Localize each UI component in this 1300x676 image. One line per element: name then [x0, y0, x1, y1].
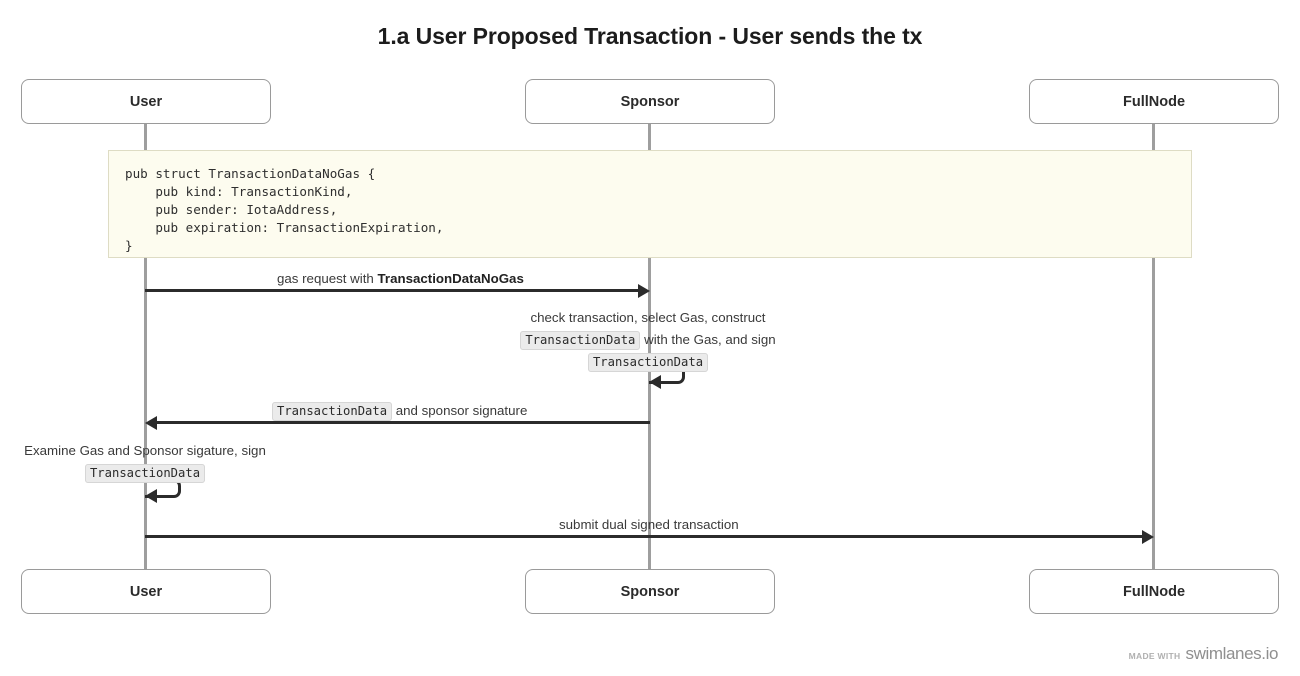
- message-label-return-transaction-data: TransactionData and sponsor signature: [272, 402, 528, 421]
- message-label-submit-text: submit dual signed transaction: [559, 517, 739, 532]
- self-msg-user-l1-text: Examine Gas and Sponsor sigature, sign: [24, 443, 266, 458]
- participant-footer-fullnode[interactable]: FullNode: [1029, 569, 1279, 614]
- code-chip-transaction-data: TransactionData: [272, 402, 393, 421]
- participant-footer-sponsor[interactable]: Sponsor: [525, 569, 775, 614]
- message-label-return-suffix: and sponsor signature: [392, 403, 528, 418]
- note-code-block: pub struct TransactionDataNoGas { pub ki…: [108, 150, 1192, 258]
- self-message-arrowhead-sponsor: [649, 375, 661, 389]
- message-line-return-transaction-data: [157, 421, 650, 424]
- watermark-made-with-label: MADE WITH: [1128, 651, 1181, 661]
- participant-label-user: User: [129, 93, 163, 110]
- self-message-text-user: Examine Gas and Sponsor sigature, sign T…: [0, 440, 290, 484]
- self-message-sponsor-line-1: check transaction, select Gas, construct: [448, 307, 848, 329]
- participant-label-user: User: [129, 583, 163, 600]
- code-chip-transaction-data: TransactionData: [520, 331, 641, 350]
- lifeline-sponsor: [648, 124, 651, 570]
- self-message-user-line-2: TransactionData: [0, 462, 290, 484]
- message-label-submit-dual-signed: submit dual signed transaction: [559, 516, 739, 534]
- message-arrowhead-gas-request: [638, 283, 650, 298]
- code-chip-transaction-data: TransactionData: [587, 353, 709, 372]
- note-code-text: pub struct TransactionDataNoGas { pub ki…: [125, 166, 444, 253]
- participant-footer-user[interactable]: User: [21, 569, 271, 614]
- message-line-gas-request: [145, 289, 641, 292]
- message-arrowhead-submit-dual-signed: [1142, 529, 1154, 544]
- participant-label-sponsor: Sponsor: [620, 93, 680, 110]
- self-msg-sponsor-l2-text: with the Gas, and sign: [640, 332, 776, 347]
- participant-label-fullnode: FullNode: [1122, 93, 1186, 110]
- self-message-text-sponsor: check transaction, select Gas, construct…: [448, 307, 848, 373]
- lifeline-fullnode: [1152, 124, 1155, 570]
- self-message-arrowhead-user: [145, 489, 157, 503]
- message-label-gas-request-bold: TransactionDataNoGas: [377, 271, 524, 286]
- participant-header-fullnode[interactable]: FullNode: [1029, 79, 1279, 124]
- participant-header-user[interactable]: User: [21, 79, 271, 124]
- participant-header-sponsor[interactable]: Sponsor: [525, 79, 775, 124]
- watermark[interactable]: MADE WITH swimlanes.io: [1128, 644, 1279, 664]
- message-label-gas-request: gas request with TransactionDataNoGas: [277, 270, 524, 288]
- page-title: 1.a User Proposed Transaction - User sen…: [377, 23, 923, 49]
- participant-label-sponsor: Sponsor: [620, 583, 680, 600]
- self-message-sponsor-line-3: TransactionData: [448, 351, 848, 373]
- self-msg-sponsor-l1-text: check transaction, select Gas, construct: [530, 310, 766, 325]
- watermark-brand-label: swimlanes.io: [1185, 644, 1278, 663]
- message-line-submit-dual-signed: [145, 535, 1145, 538]
- message-arrowhead-return-transaction-data: [145, 415, 157, 430]
- self-message-sponsor-line-2: TransactionData with the Gas, and sign: [448, 329, 848, 351]
- code-chip-transaction-data: TransactionData: [84, 464, 206, 483]
- self-message-user-line-1: Examine Gas and Sponsor sigature, sign: [0, 440, 290, 462]
- participant-label-fullnode: FullNode: [1122, 583, 1186, 600]
- message-label-gas-request-plain: gas request with: [277, 271, 378, 286]
- lifeline-user: [144, 124, 147, 570]
